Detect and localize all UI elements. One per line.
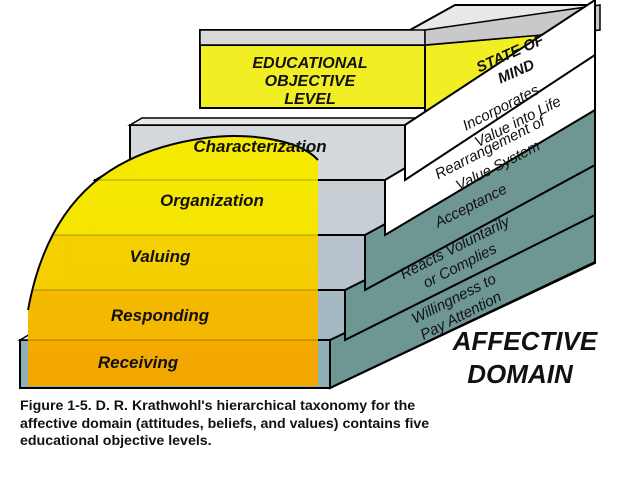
- header-left-line-3: LEVEL: [284, 91, 336, 108]
- header-left-line-2: OBJECTIVE: [265, 73, 357, 90]
- domain-title-line-2: DOMAIN: [467, 359, 574, 389]
- objective-arch: [27, 135, 319, 386]
- caption-line-2: affective domain (attitudes, beliefs, an…: [20, 415, 430, 432]
- level-label-characterization: Characterization: [193, 137, 326, 156]
- figure-caption: Figure 1-5. D. R. Krathwohl's hierarchic…: [20, 398, 632, 451]
- header-left-line-1: EDUCATIONAL: [252, 55, 367, 72]
- arch-step-fill-0: [28, 340, 318, 386]
- stair-right-side: [329, 0, 596, 390]
- level-label-organization: Organization: [160, 191, 264, 210]
- staircase-diagram: EDUCATIONAL OBJECTIVE LEVEL STATE OF MIN…: [17, 0, 601, 390]
- caption-line-1: Figure 1-5. D. R. Krathwohl's hierarchic…: [20, 398, 416, 414]
- side-bottom-edge: [329, 261, 596, 389]
- level-label-valuing: Valuing: [130, 247, 191, 266]
- level-label-responding: Responding: [111, 306, 210, 325]
- step-tread-4: [127, 117, 420, 126]
- arch-step-fill-1: [28, 290, 318, 340]
- domain-title-line-1: AFFECTIVE: [452, 326, 598, 356]
- level-label-receiving: Receiving: [98, 353, 179, 372]
- caption-line-3: educational objective levels.: [20, 433, 212, 449]
- arch-step-fill-2: [28, 235, 318, 290]
